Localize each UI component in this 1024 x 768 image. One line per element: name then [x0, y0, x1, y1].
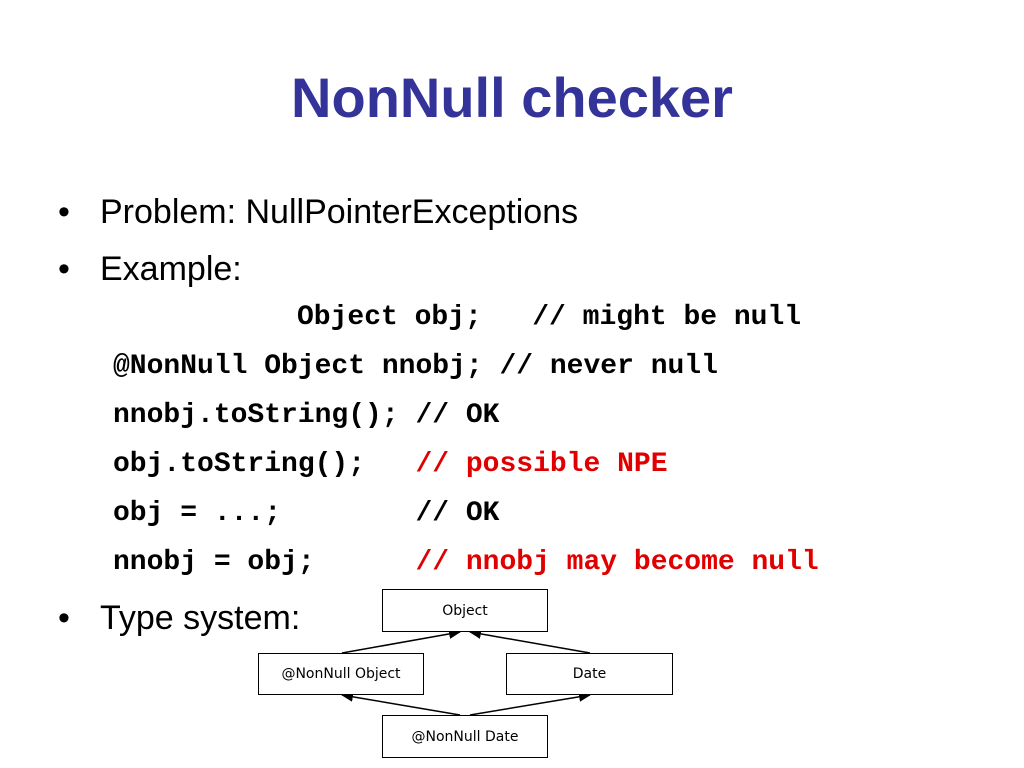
- code-comment: // might be null: [532, 302, 802, 333]
- code-text: obj.toString();: [113, 449, 416, 480]
- code-comment: // never null: [499, 351, 718, 382]
- node-object: Object: [382, 589, 548, 632]
- node-nonnull-object: @NonNull Object: [258, 653, 424, 695]
- code-line-6: nnobj = obj; // nnobj may become null: [113, 546, 819, 580]
- bullet-text: Problem: NullPointerExceptions: [100, 193, 579, 231]
- bullet-dot: •: [58, 599, 70, 637]
- code-line-1: Object obj; // might be null: [297, 301, 801, 335]
- node-nonnull-date: @NonNull Date: [382, 715, 548, 758]
- bullet-problem: • Problem: NullPointerExceptions: [58, 192, 578, 232]
- bullet-text: Example:: [100, 250, 242, 288]
- code-text: Object obj;: [297, 302, 533, 333]
- code-comment: // OK: [415, 498, 500, 529]
- node-date: Date: [506, 653, 673, 695]
- code-line-3: nnobj.toString(); // OK: [113, 399, 499, 433]
- slide-title: NonNull checker: [291, 66, 733, 129]
- bullet-example: • Example:: [58, 249, 242, 289]
- code-text: @NonNull Object nnobj;: [113, 351, 500, 382]
- code-comment-warning: // nnobj may become null: [415, 547, 819, 578]
- code-comment-warning: // possible NPE: [415, 449, 668, 480]
- code-text: nnobj.toString();: [113, 400, 416, 431]
- edge-nonnull-date-to-date: [469, 691, 591, 716]
- edge-nonnull-date-to-nonnull-object: [341, 691, 461, 716]
- bullet-text: Type system:: [100, 599, 301, 637]
- bullet-dot: •: [58, 250, 70, 288]
- code-text: nnobj = obj;: [113, 547, 416, 578]
- bullet-type-system: • Type system:: [58, 598, 300, 638]
- code-line-5: obj = ...; // OK: [113, 497, 499, 531]
- edge-date-to-object: [469, 628, 591, 654]
- bullet-dot: •: [58, 193, 70, 231]
- code-line-2: @NonNull Object nnobj; // never null: [113, 350, 718, 384]
- code-line-4: obj.toString(); // possible NPE: [113, 448, 668, 482]
- code-text: obj = ...;: [113, 498, 416, 529]
- code-comment: // OK: [415, 400, 500, 431]
- edge-nonnull-object-to-object: [341, 629, 461, 654]
